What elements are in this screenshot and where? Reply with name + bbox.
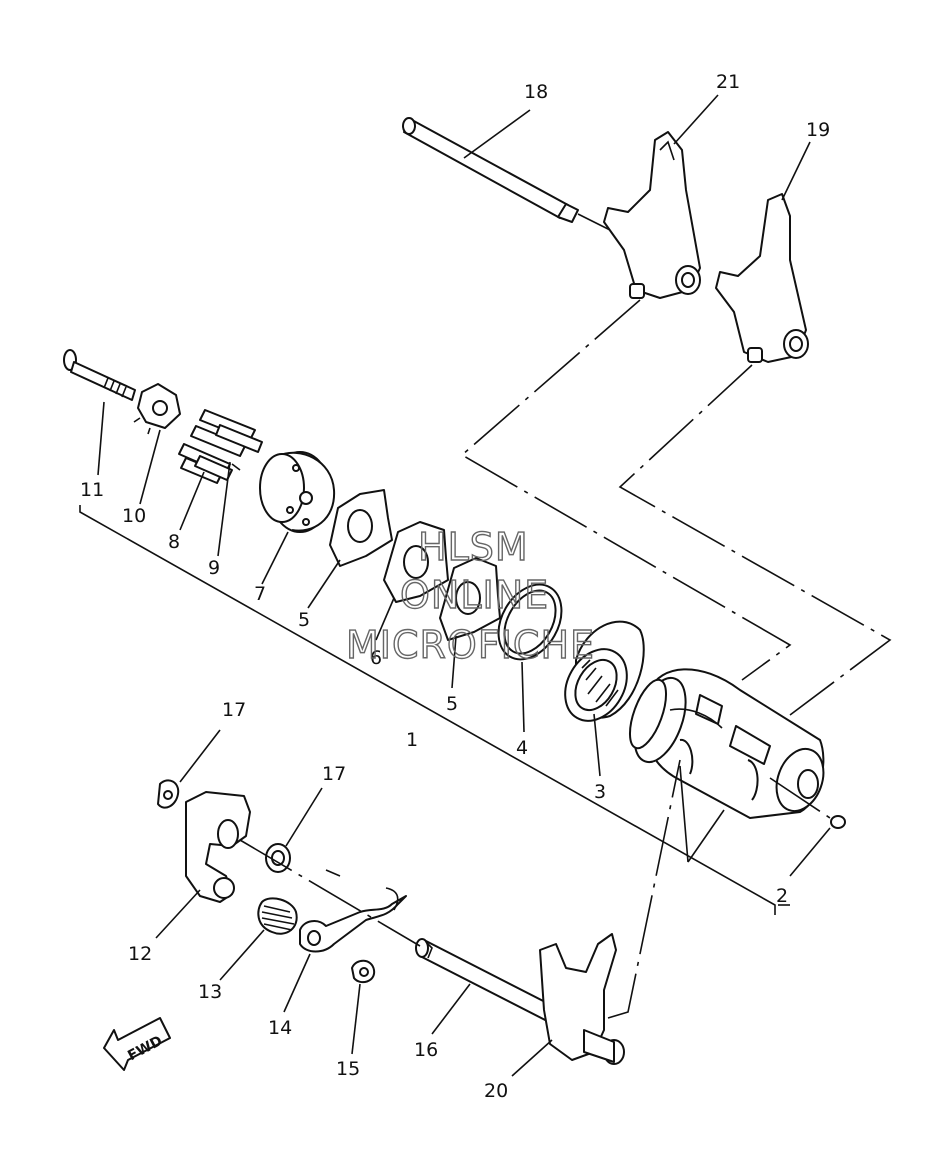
part-10-segment-plate (133, 383, 181, 435)
callout-10: 10 (122, 505, 146, 527)
callout-13: 13 (198, 981, 222, 1003)
callout-4: 4 (516, 737, 528, 759)
part-19-shift-fork (715, 193, 809, 363)
callout-12: 12 (128, 943, 152, 965)
part-12-shift-lever (185, 791, 251, 903)
callout-17b: 17 (322, 763, 346, 785)
part-11-bolt (63, 349, 136, 401)
part-13-spring (257, 897, 298, 935)
part-5-plate-b (439, 557, 501, 641)
fork-20-guide (607, 759, 681, 1019)
part-6-plate (383, 521, 449, 603)
part-20-shift-fork (539, 933, 625, 1065)
callout-5a: 5 (298, 609, 310, 631)
callout-2: 2 (776, 885, 788, 907)
callout-9: 9 (208, 557, 220, 579)
part-9-pins (190, 409, 263, 457)
part-7-cam (259, 451, 336, 533)
callout-15: 15 (336, 1058, 360, 1080)
part-1-shift-drum (628, 668, 825, 819)
fork-21-guide (460, 299, 792, 681)
watermark: HLSM ONLINE MICROFICHE (345, 524, 595, 667)
watermark-line-3: MICROFICHE (346, 623, 595, 667)
fwd-arrow-icon: FWD (103, 1017, 171, 1071)
watermark-line-2: ONLINE (400, 573, 549, 617)
callout-6: 6 (370, 647, 382, 669)
callout-numbers: 18 21 19 11 10 8 9 7 5 6 5 1 4 3 2 17 17… (80, 71, 830, 1102)
part-15-circlip (351, 959, 376, 984)
callout-11: 11 (80, 479, 104, 501)
callout-16: 16 (414, 1039, 438, 1061)
shaft-axis (239, 839, 421, 947)
callout-8: 8 (168, 531, 180, 553)
callout-14: 14 (268, 1017, 292, 1039)
part-4-circlip (497, 583, 563, 661)
callout-3: 3 (594, 781, 606, 803)
fork-19-guide (618, 364, 892, 716)
callout-7: 7 (254, 583, 266, 605)
part-5-plate-a (329, 489, 393, 567)
callout-21: 21 (716, 71, 740, 93)
part-18-shift-fork-rod (402, 117, 579, 223)
assembly-bracket-1 (79, 505, 776, 915)
part-14-spring-arm (299, 869, 407, 953)
rod-18-axis (577, 213, 611, 231)
callout-1: 1 (406, 729, 418, 751)
part-3-bearing (564, 620, 645, 722)
part-17-circlip-a (157, 779, 180, 809)
leader-1-drum (679, 765, 689, 863)
callout-19: 19 (806, 119, 830, 141)
part-2-pin (769, 777, 846, 829)
callout-20: 20 (484, 1080, 508, 1102)
callout-18: 18 (524, 81, 548, 103)
leader-lines (97, 94, 831, 1077)
part-8-pins (178, 443, 241, 484)
leader-1-drum-b (687, 809, 725, 863)
callout-17a: 17 (222, 699, 246, 721)
callout-5b: 5 (446, 693, 458, 715)
part-21-shift-fork (603, 131, 701, 299)
watermark-line-1: HLSM (418, 525, 529, 569)
